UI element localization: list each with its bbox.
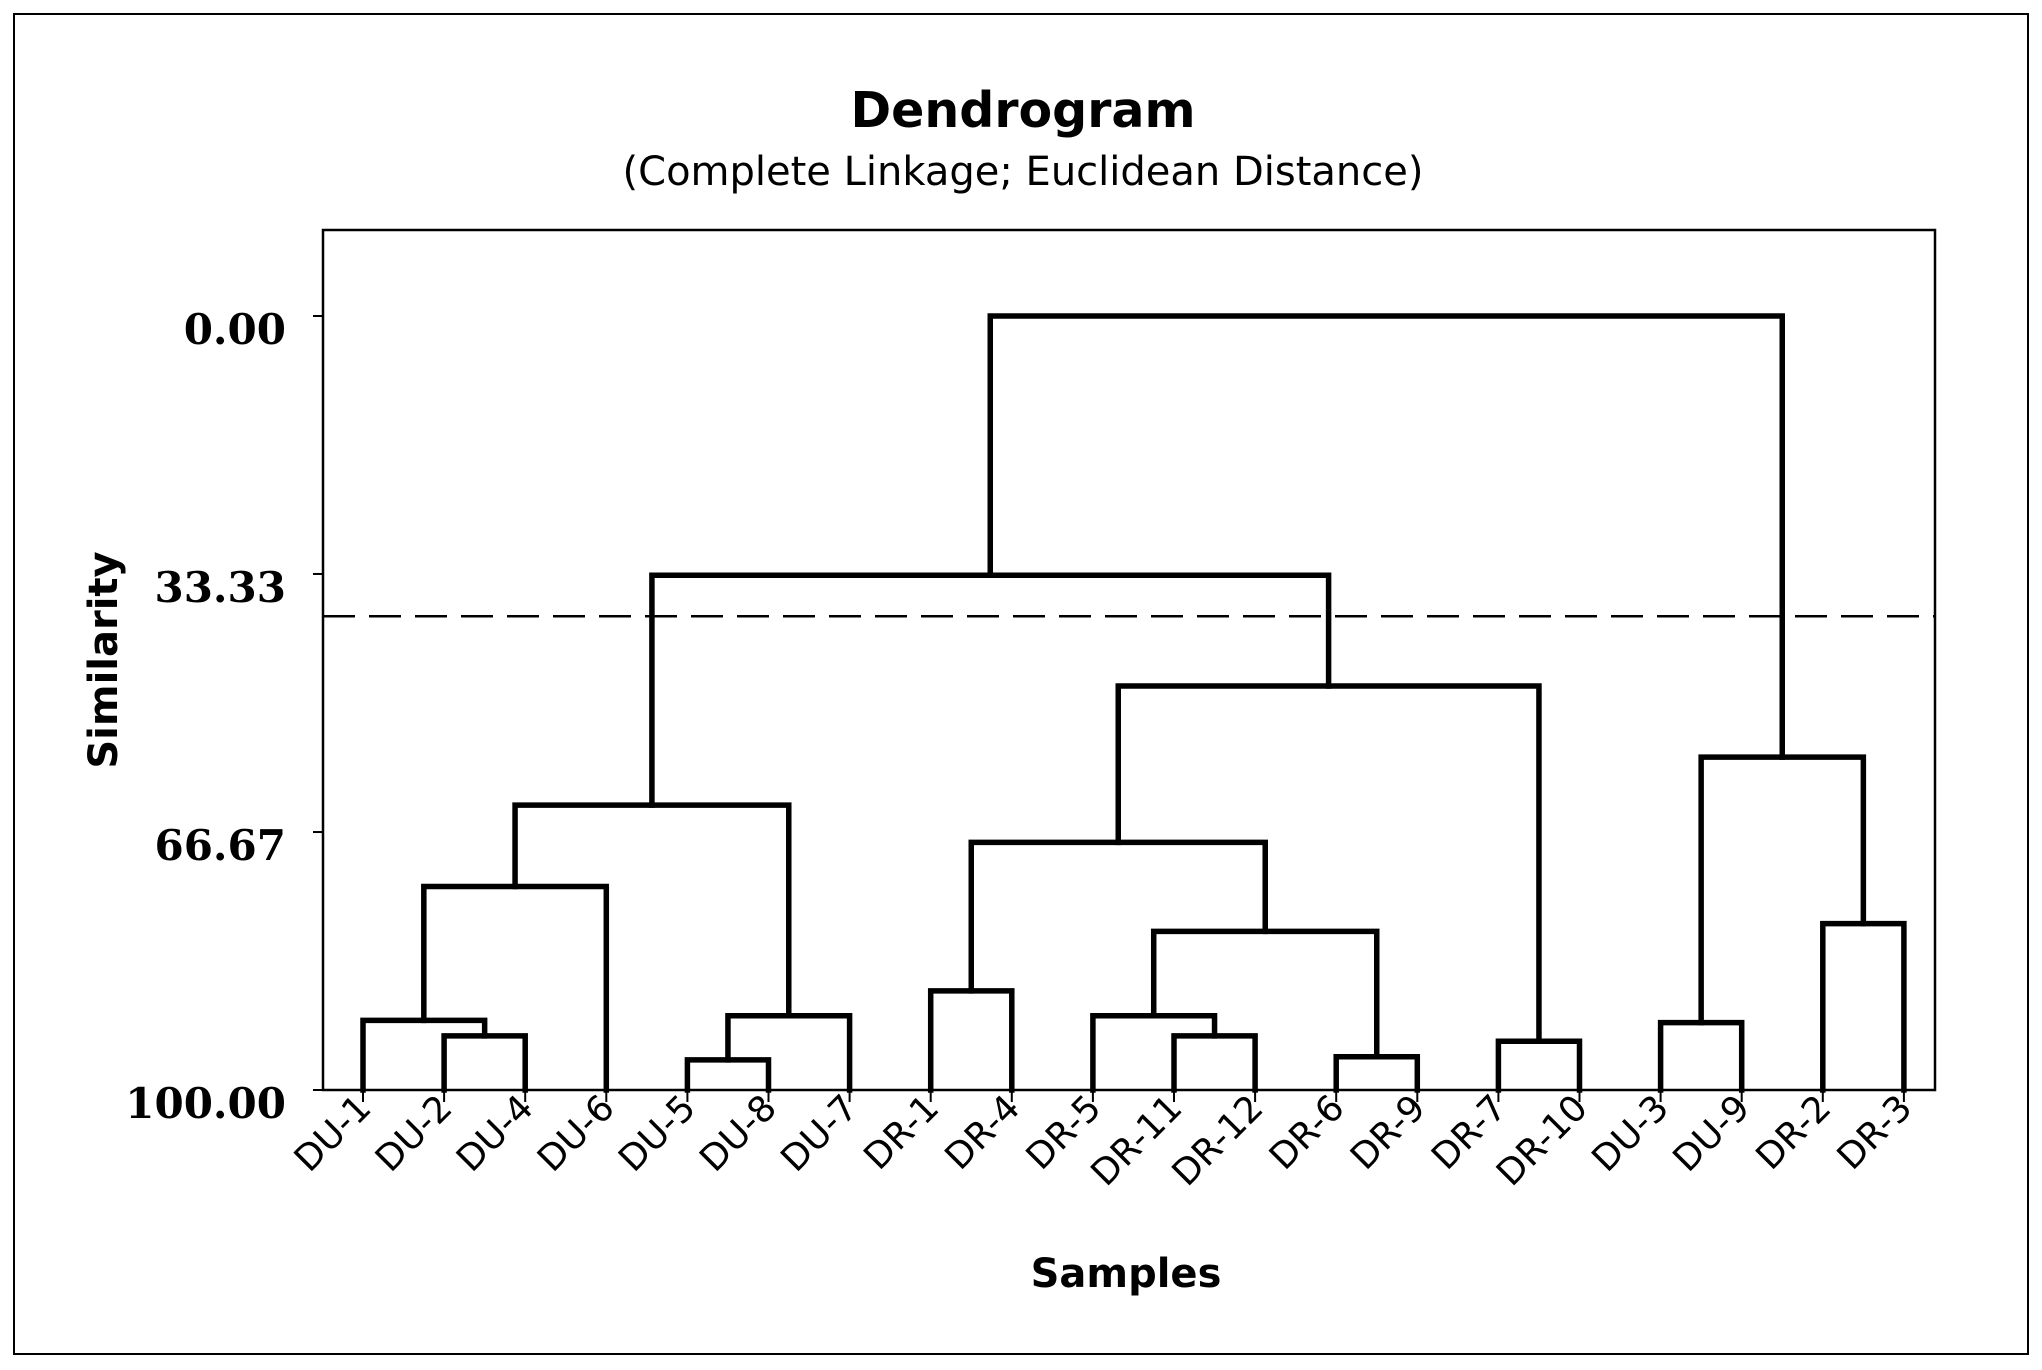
leaf-label-dr-2: DR-2 [1749,1087,1840,1178]
leaf-label-du-7: DU-7 [773,1087,866,1180]
dendrogram-link [441,1033,528,1093]
leaf-label-dr-1: DR-1 [856,1087,947,1178]
dendrogram-link [1333,1053,1421,1093]
dendrogram-link [1090,1012,1218,1093]
y-axis-ticks: 0.00 33.33 66.67 100.00 [125,305,323,1128]
leaf-label-du-9: DU-9 [1665,1087,1758,1180]
dendrogram-link [987,313,1785,760]
dendrogram-link [649,572,1332,808]
dendrogram-link [725,1012,853,1093]
x-axis-ticks: DU-1DU-2DU-4DU-6DU-5DU-8DU-7DR-1DR-4DR-5… [287,1087,1921,1194]
dendrogram-link [1495,1038,1583,1093]
x-axis-label: Samples [1031,1251,1222,1297]
leaf-label-dr-9: DR-9 [1343,1087,1434,1178]
dendrogram-link [1820,920,1907,1093]
leaf-label-dr-10: DR-10 [1489,1087,1596,1194]
dendrogram-link [968,839,1268,994]
y-tick-label: 66.67 [154,821,286,870]
y-tick-label: 0.00 [184,305,286,354]
dendrogram-link [1657,1019,1745,1093]
dendrogram-link [512,802,792,1019]
leaf-label-du-8: DU-8 [692,1087,785,1180]
leaf-label-dr-4: DR-4 [938,1087,1029,1178]
plot-area [321,228,1937,1092]
dendrogram-link [421,883,610,1093]
chart-title: Dendrogram [850,82,1195,139]
dendrogram-link [1171,1033,1258,1093]
leaf-label-du-6: DU-6 [530,1087,623,1180]
leaf-label-du-5: DU-5 [611,1087,704,1180]
dendrogram-link [684,1057,772,1093]
y-tick-label: 33.33 [154,563,286,612]
leaf-label-dr-6: DR-6 [1262,1087,1353,1178]
leaf-label-du-3: DU-3 [1584,1087,1677,1180]
leaf-label-du-4: DU-4 [449,1087,542,1180]
dendrogram-link [1698,754,1867,1026]
leaf-label-du-1: DU-1 [287,1087,380,1180]
chart-subtitle: (Complete Linkage; Euclidean Distance) [623,149,1424,195]
leaf-label-dr-3: DR-3 [1830,1087,1921,1178]
dendrogram-link [1115,683,1542,1044]
dendrogram-link [927,988,1015,1093]
leaf-label-dr-11: DR-11 [1084,1087,1191,1194]
y-axis-label: Similarity [81,551,127,768]
dendrogram-link [360,1017,488,1093]
leaf-label-dr-12: DR-12 [1165,1087,1272,1194]
dendrogram-links [360,313,1907,1093]
y-tick-label: 100.00 [125,1079,286,1128]
figure-frame [13,13,2029,1355]
leaf-label-du-2: DU-2 [368,1087,461,1180]
